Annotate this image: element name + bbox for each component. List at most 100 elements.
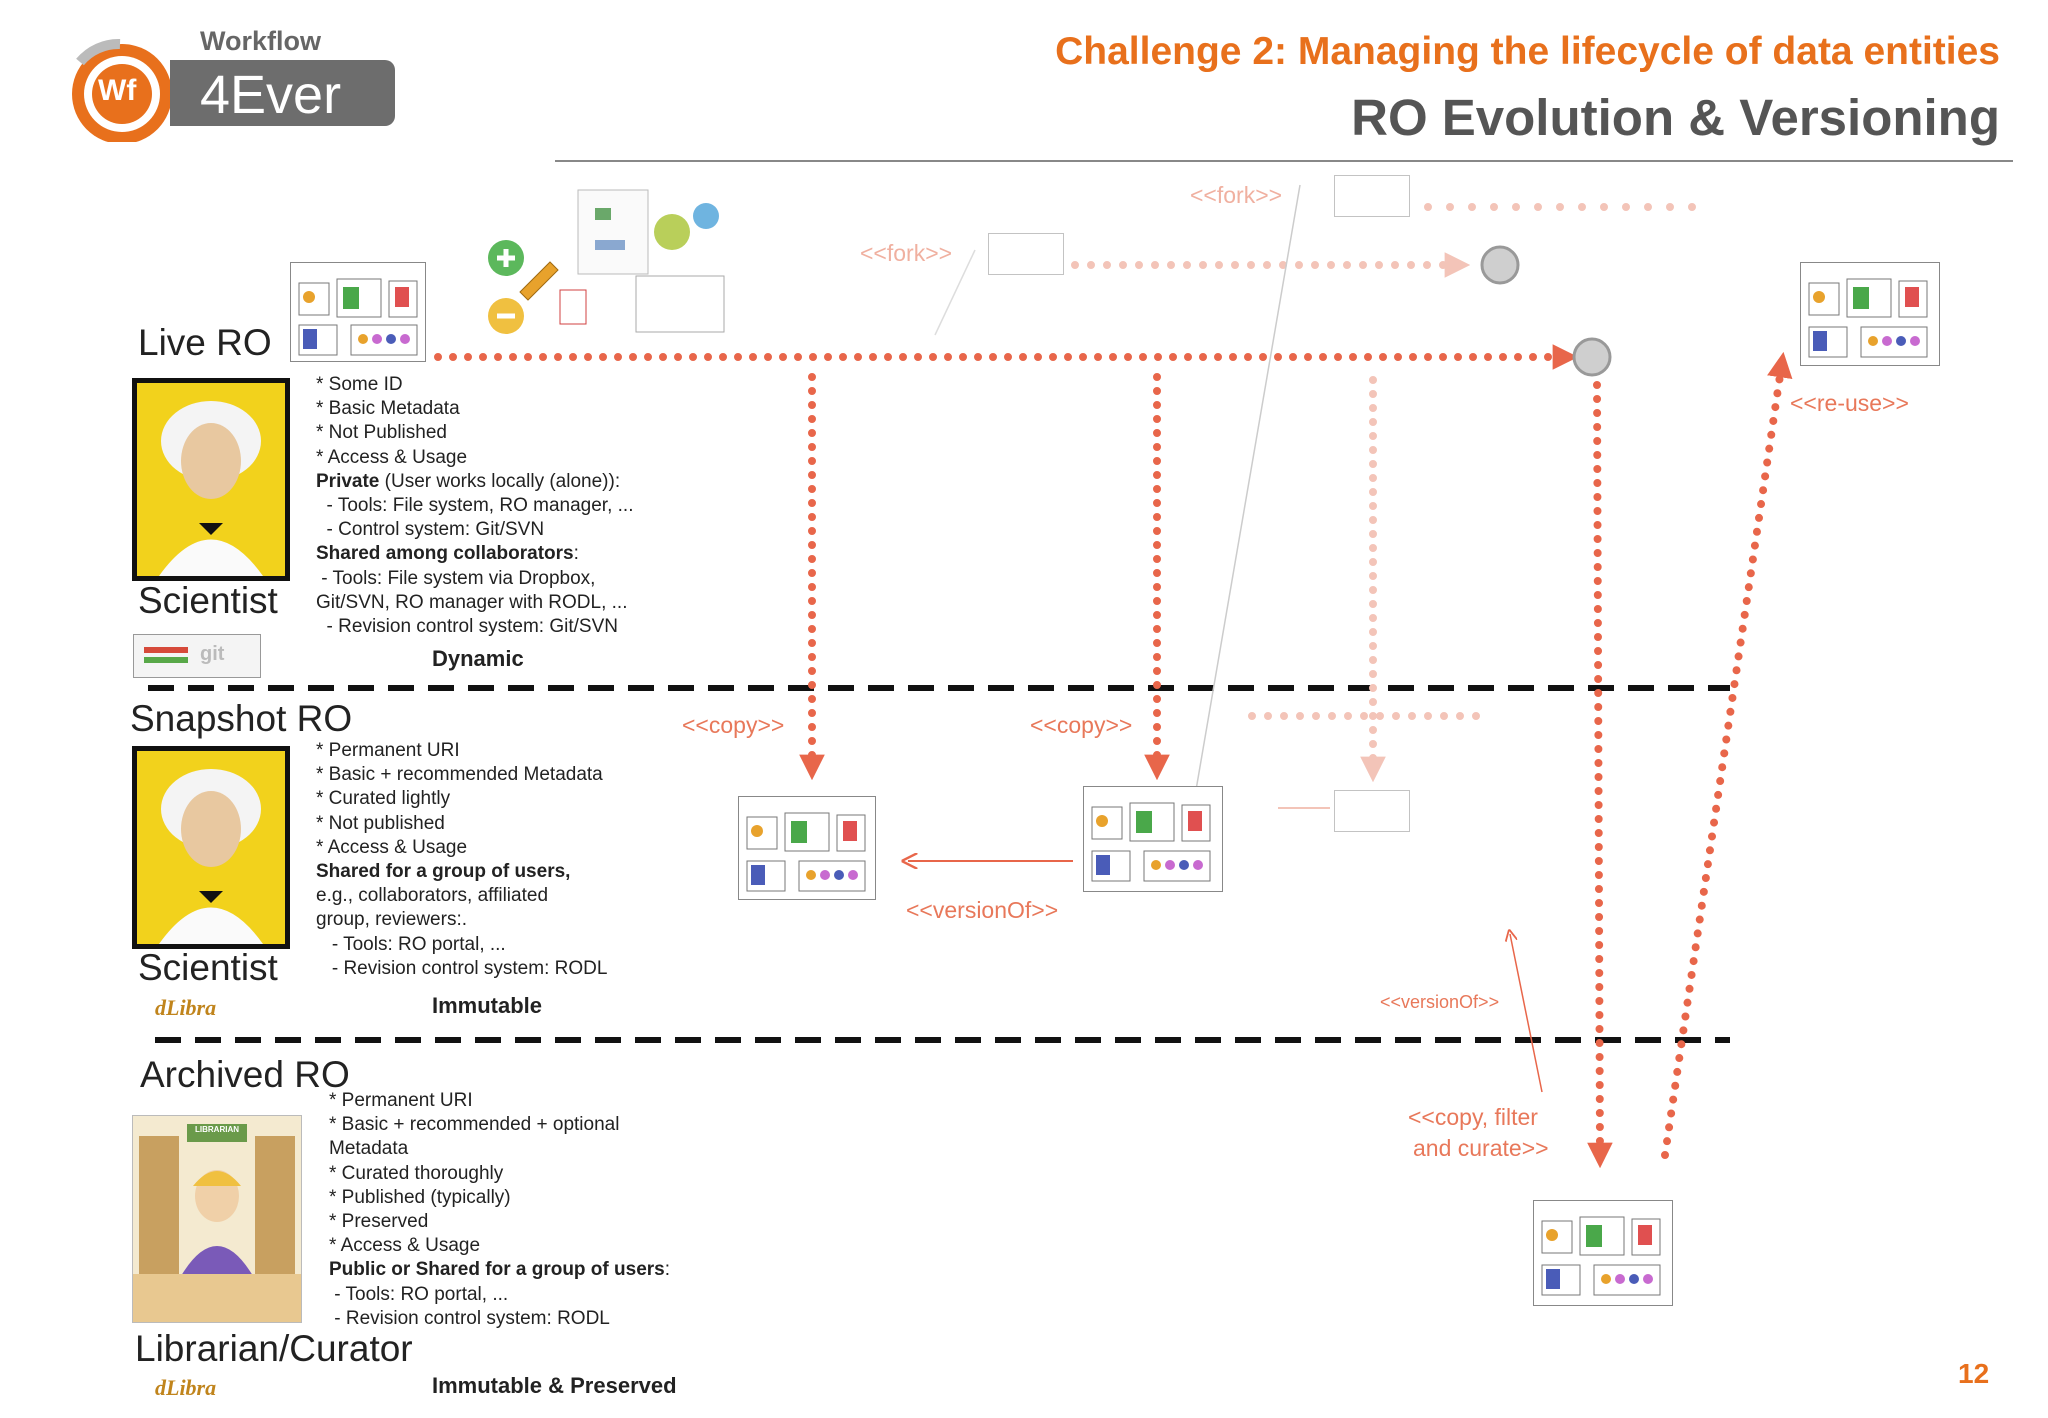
ro-box-snapshot-1 <box>738 796 876 900</box>
prop-line: Git/SVN, RO manager with RODL, ... <box>316 591 628 613</box>
gear-icon-2 <box>693 203 719 229</box>
ro-box-archived <box>1533 1200 1673 1306</box>
fork-thin-line <box>1195 184 1301 791</box>
mode-live: Dynamic <box>432 646 524 671</box>
lane-title-live: Live RO <box>138 322 272 363</box>
prop-line: - Tools: RO portal, ... <box>316 933 506 955</box>
logo-graphic <box>72 39 395 144</box>
end-state-fork <box>1480 245 1520 285</box>
mode-archived: Immutable & Preserved <box>432 1373 677 1398</box>
git-branch-icon <box>144 647 188 653</box>
prop-line: Metadata <box>329 1138 409 1160</box>
prop-line: * Not Published <box>316 422 447 444</box>
dlibra-logo-archived: dLibra <box>155 1375 217 1400</box>
role-label-snapshot: Scientist <box>138 947 278 988</box>
prop-line: Shared for a group of users, <box>316 860 571 882</box>
prop-line: * Permanent URI <box>329 1090 473 1111</box>
copy-filter-label-1: <<copy, filter <box>1408 1104 1538 1130</box>
live-properties: * Some ID * Basic Metadata * Not Publish… <box>316 373 633 639</box>
version-of-label-small: <<versionOf>> <box>1380 992 1500 1012</box>
git-logo-text: git <box>200 643 225 665</box>
scientist-portrait-live <box>132 378 290 581</box>
prop-line: * Access & Usage <box>316 446 468 468</box>
librarian-illustration: LIBRARIAN <box>132 1115 302 1323</box>
reuse-label: <<re-use>> <box>1790 390 1909 416</box>
small-version-line <box>1510 934 1543 1093</box>
git-logo: git <box>133 634 261 678</box>
mode-snapshot: Immutable <box>432 993 543 1018</box>
prop-line: * Curated thoroughly <box>329 1162 504 1184</box>
prop-line: Private (User works locally (alone)): <box>316 470 621 492</box>
ro-box-fork-top <box>1334 175 1410 217</box>
lane-title-archived: Archived RO <box>140 1054 350 1095</box>
prop-line: - Revision control system: RODL <box>316 957 608 979</box>
scientist-portrait-snapshot <box>132 746 290 949</box>
prop-line: - Revision control system: Git/SVN <box>316 615 618 637</box>
ro-box-graphic <box>1808 278 1928 358</box>
copy-label-1: <<copy>> <box>682 712 785 738</box>
pencil-icon <box>519 261 559 301</box>
prop-line: * Permanent URI <box>316 740 460 761</box>
page-number: 12 <box>1958 1358 1990 1389</box>
prop-line: Shared among collaborators: <box>316 543 579 565</box>
workflow-doc-icon <box>577 189 649 275</box>
copy-label-2: <<copy>> <box>1030 712 1133 738</box>
archived-properties: * Permanent URI * Basic + recommended + … <box>329 1089 670 1331</box>
title-rule <box>555 160 2013 162</box>
dlibra-logo-snapshot: dLibra <box>155 995 217 1020</box>
fork-label-top: <<fork>> <box>1190 182 1283 208</box>
prop-line: * Basic Metadata <box>316 398 460 420</box>
prop-line: group, reviewers:. <box>316 909 468 931</box>
scientist-illustration <box>159 769 263 944</box>
prop-line: - Tools: File system via Dropbox, <box>316 567 596 589</box>
prop-line: * Access & Usage <box>329 1235 481 1257</box>
fork-label-mid: <<fork>> <box>860 240 953 266</box>
prop-line: e.g., collaborators, affiliated <box>316 885 549 907</box>
prop-line: * Basic + recommended + optional <box>329 1114 620 1136</box>
role-label-live: Scientist <box>138 580 278 621</box>
role-label-archived: Librarian/Curator <box>135 1328 413 1369</box>
prop-line: - Tools: File system, RO manager, ... <box>316 494 634 516</box>
ro-box-faint-snapshot <box>1334 790 1410 832</box>
page-title: RO Evolution & Versioning <box>1351 89 2000 146</box>
logo-badge-text: Wf <box>98 74 137 107</box>
copy-filter-label-2: and curate>> <box>1413 1135 1549 1161</box>
prop-line: * Curated lightly <box>316 788 451 810</box>
lane-title-snapshot: Snapshot RO <box>130 698 353 739</box>
ro-box-reuse <box>1800 262 1940 366</box>
pdf-icon <box>559 289 587 325</box>
prop-line: * Published (typically) <box>329 1186 511 1208</box>
spreadsheet-icon <box>635 275 725 333</box>
logo-top-text: Workflow <box>200 26 321 56</box>
prop-line: - Control system: Git/SVN <box>316 519 545 541</box>
edit-tools-graphic <box>488 189 725 334</box>
version-of-label: <<versionOf>> <box>906 897 1059 923</box>
ro-box-live <box>290 262 426 362</box>
snapshot-properties: * Permanent URI * Basic + recommended Me… <box>316 739 607 981</box>
prop-line: * Not published <box>316 812 445 834</box>
prop-line: Public or Shared for a group of users: <box>329 1259 671 1281</box>
ro-box-graphic <box>1541 1216 1661 1296</box>
gear-icon <box>654 214 690 250</box>
ro-box-snapshot-2 <box>1083 786 1223 892</box>
fork-thin-line-2 <box>934 249 976 336</box>
logo-main-text: 4Ever <box>200 65 342 125</box>
ro-box-graphic <box>1091 802 1211 882</box>
prop-line: * Some ID <box>316 374 403 395</box>
prop-line: - Revision control system: RODL <box>329 1307 610 1329</box>
prop-line: * Basic + recommended Metadata <box>316 764 603 786</box>
librarian-sign: LIBRARIAN <box>195 1125 239 1134</box>
reuse-arrow <box>1661 351 1793 1159</box>
ro-box-fork-mid <box>988 233 1064 275</box>
prop-line: * Preserved <box>329 1210 429 1232</box>
wf4ever-logo: Wf Workflow 4Ever <box>60 22 410 144</box>
ro-box-graphic <box>298 278 418 356</box>
end-state-live <box>1572 337 1612 377</box>
ro-box-graphic <box>746 812 866 892</box>
librarian-graphic <box>133 1124 301 1322</box>
edit-tools-cluster <box>480 180 730 340</box>
prop-line: * Access & Usage <box>316 836 468 858</box>
scientist-illustration <box>159 401 263 576</box>
challenge-title: Challenge 2: Managing the lifecycle of d… <box>1055 30 2000 73</box>
